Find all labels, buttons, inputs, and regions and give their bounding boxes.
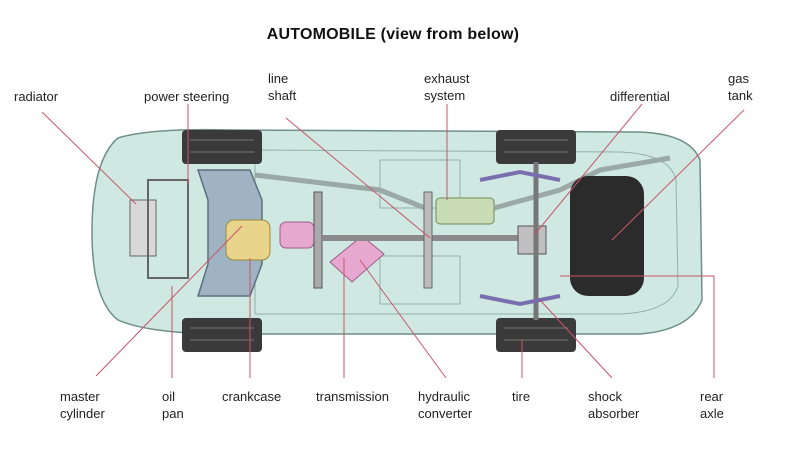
label-power-steering: power steering xyxy=(144,89,230,104)
label-crankcase: crankcase xyxy=(222,389,282,404)
leader-rear-axle xyxy=(560,275,715,378)
leader-gas-tank xyxy=(611,109,745,241)
transmission-part xyxy=(279,221,315,249)
label-tire: tire xyxy=(512,389,531,404)
shock-absorber-part xyxy=(479,169,561,182)
muffler-part xyxy=(435,197,495,225)
radiator-frame xyxy=(147,179,189,279)
gas-tank-part xyxy=(570,176,644,296)
shock-absorber-part xyxy=(479,294,561,307)
front-left-tire xyxy=(182,130,262,164)
leader-hydraulic xyxy=(359,259,447,379)
leader-line-shaft xyxy=(285,117,431,239)
radiator-part xyxy=(129,199,157,257)
exhaust-pipe xyxy=(254,172,431,213)
label-differential: differential xyxy=(610,89,670,104)
flywheel xyxy=(313,191,323,289)
exhaust-bracket xyxy=(423,191,433,289)
car-inner-outline xyxy=(254,149,679,315)
rear-left-tire xyxy=(496,130,576,164)
diagram-title: AUTOMOBILE (view from below) xyxy=(266,26,520,43)
floor-panel xyxy=(379,255,461,305)
leader-differential xyxy=(534,103,643,235)
leader-master-cylinder xyxy=(95,225,243,377)
label-transmission: transmission xyxy=(316,389,389,404)
front-right-tire xyxy=(182,318,262,352)
differential-part xyxy=(517,225,547,255)
leader-radiator xyxy=(41,111,137,205)
label-radiator: radiator xyxy=(14,89,59,104)
crankcase-part xyxy=(225,219,271,261)
rear-right-tire xyxy=(496,318,576,352)
leader-shock xyxy=(539,299,613,379)
